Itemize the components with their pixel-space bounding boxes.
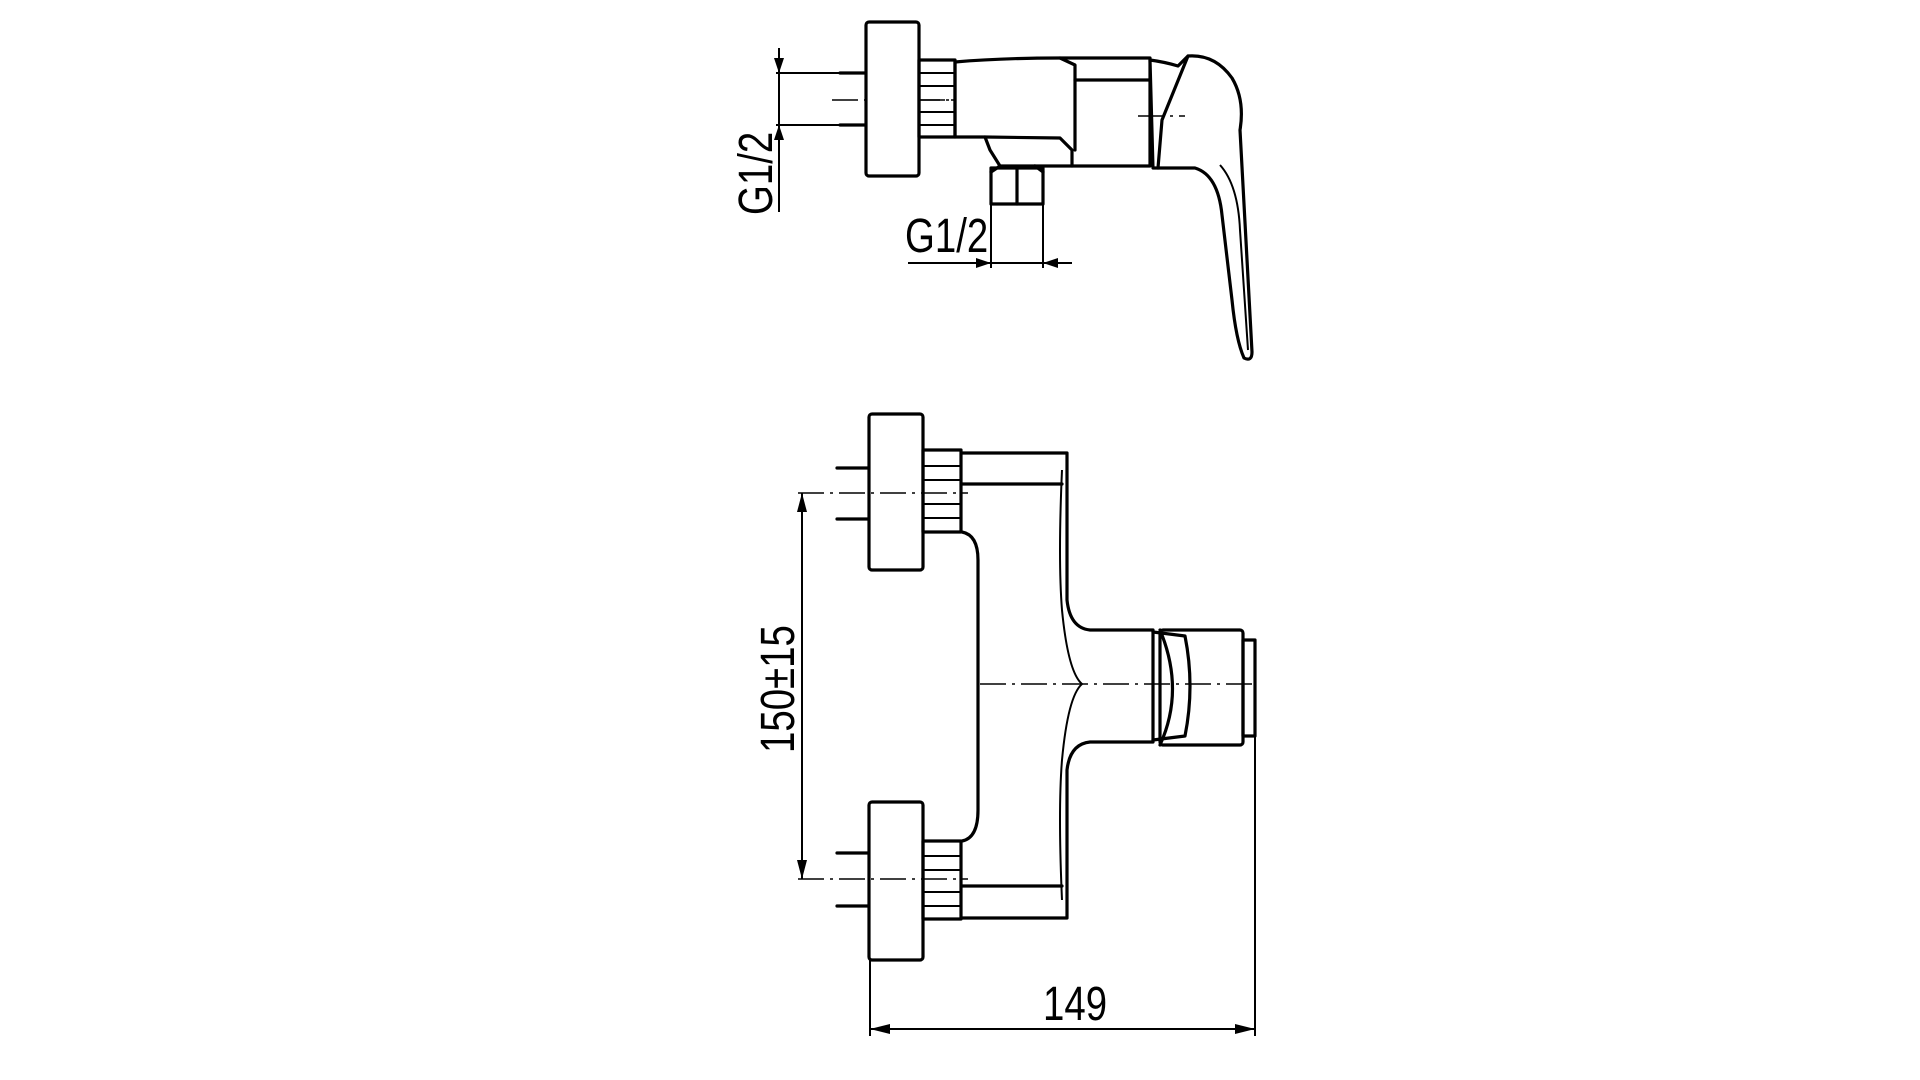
side-view: G1/2 G1/2: [730, 20, 1254, 361]
body-contour: [1059, 469, 1084, 901]
handle-edge: [1156, 54, 1190, 170]
wall-flange-top: [867, 412, 925, 572]
outlet-thread-dimension: [908, 204, 1072, 268]
inlet-thread-label: G1/2: [730, 132, 783, 215]
inlet-spacing-dimension: [797, 493, 807, 879]
handle-edge: [1219, 164, 1249, 351]
front-view: 150±15 149: [752, 412, 1258, 1036]
inlet-spacing-label: 150±15: [752, 625, 805, 753]
cartridge-collar: [1151, 630, 1192, 742]
inlet-thread-top: [921, 448, 963, 534]
mixer-body: [960, 451, 1155, 920]
knob-end-cap: [1241, 638, 1257, 738]
knob-contour: [1158, 628, 1175, 747]
outlet-thread-label: G1/2: [905, 210, 988, 263]
lever-handle: [1148, 54, 1254, 361]
wall-flange: [864, 20, 921, 178]
body-detail: [983, 135, 1074, 168]
overall-depth-label: 149: [1043, 978, 1107, 1031]
inlet-thread-dimension: [774, 48, 840, 212]
body-detail: [1058, 56, 1077, 152]
wall-flange-bottom: [867, 800, 925, 962]
outlet-nut: [989, 164, 1045, 206]
inlet-thread: [917, 58, 957, 139]
mixer-body: [953, 56, 1152, 168]
overall-depth-dimension: [869, 736, 1256, 1036]
inlet-thread-bottom: [921, 839, 963, 921]
